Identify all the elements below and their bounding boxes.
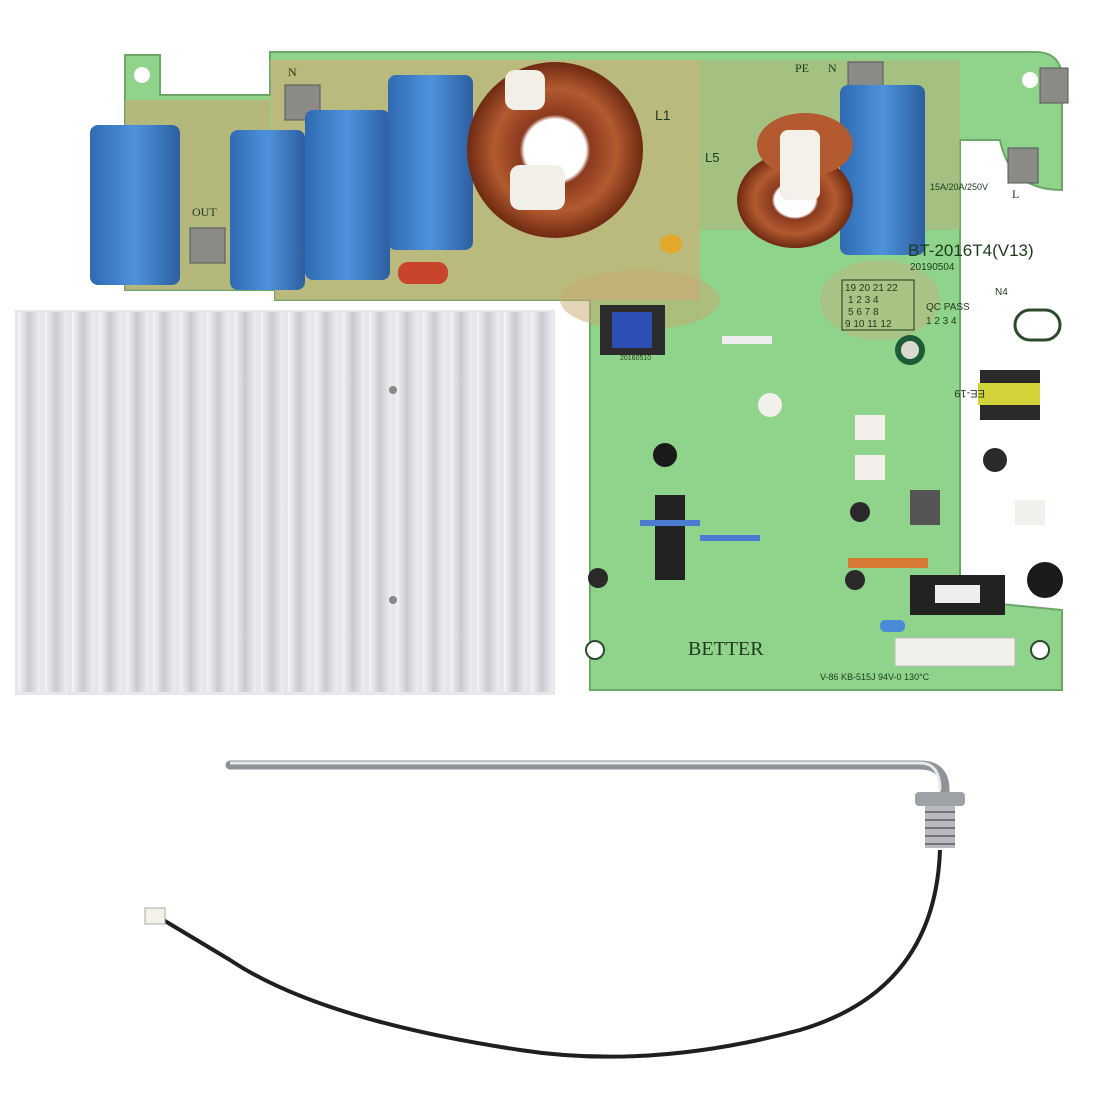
board-model: BT-2016T4(V13) — [908, 241, 1034, 260]
grid-row-2: 5 6 7 8 — [848, 307, 879, 318]
fuse-label: 15A/20A/250V — [930, 182, 988, 192]
heatsink-fin — [234, 312, 256, 692]
footer-marks: V-86 KB-515J 94V-0 130°C — [820, 672, 930, 682]
grid-row-3: 9 10 11 12 — [845, 319, 892, 330]
heatsink-fin — [315, 312, 337, 692]
heatsink-fin — [45, 312, 67, 692]
toroid-inductors: L1 L5 — [467, 62, 853, 248]
heatsink-fin — [288, 312, 310, 692]
probe-cable — [144, 849, 942, 1059]
heatsink-fin — [396, 312, 418, 692]
heatsink-fin — [18, 312, 40, 692]
label-out: OUT — [192, 205, 217, 219]
heatsink-fin — [99, 312, 121, 692]
label-l1: L1 — [655, 107, 671, 123]
qc-pass-label: QC PASS — [926, 302, 970, 313]
label-pe: PE — [795, 61, 809, 75]
heatsink-fin — [126, 312, 148, 692]
label-l5: L5 — [705, 150, 719, 165]
silkscreen: PE N N L OUT 15A/20A/250V BT-2016T4(V13)… — [192, 61, 1034, 682]
cable-connector — [144, 907, 166, 925]
heatsink-fin — [180, 312, 202, 692]
label-n4: N4 — [995, 287, 1008, 298]
grid-row-1: 1 2 3 4 — [848, 295, 879, 306]
label-l: L — [1012, 187, 1019, 201]
heatsink-fin — [450, 312, 472, 692]
heatsink-fin — [477, 312, 499, 692]
grid-top: 19 20 21 22 — [845, 283, 898, 294]
heatsink-fin — [207, 312, 229, 692]
heatsink-fin — [369, 312, 391, 692]
heatsink-fin — [504, 312, 526, 692]
label-n: N — [828, 61, 837, 75]
board-date-2: 20160510 — [620, 355, 651, 362]
heatsink-fin — [72, 312, 94, 692]
heatsink-fin — [423, 312, 445, 692]
qc-numbers: 1 2 3 4 — [926, 316, 957, 327]
heatsink-fin — [342, 312, 364, 692]
heatsink-fin — [261, 312, 283, 692]
heatsink — [15, 310, 555, 695]
label-n-2: N — [288, 65, 297, 79]
electronic-components: EE-19 — [588, 235, 1063, 667]
transformer-label: EE-19 — [954, 387, 985, 399]
heatsink-fin — [531, 312, 553, 692]
film-capacitors — [90, 75, 925, 290]
heatsink-fin — [153, 312, 175, 692]
temperature-probe — [225, 760, 965, 848]
board-date: 20190504 — [910, 262, 955, 273]
brand-label: BETTER — [688, 638, 764, 660]
